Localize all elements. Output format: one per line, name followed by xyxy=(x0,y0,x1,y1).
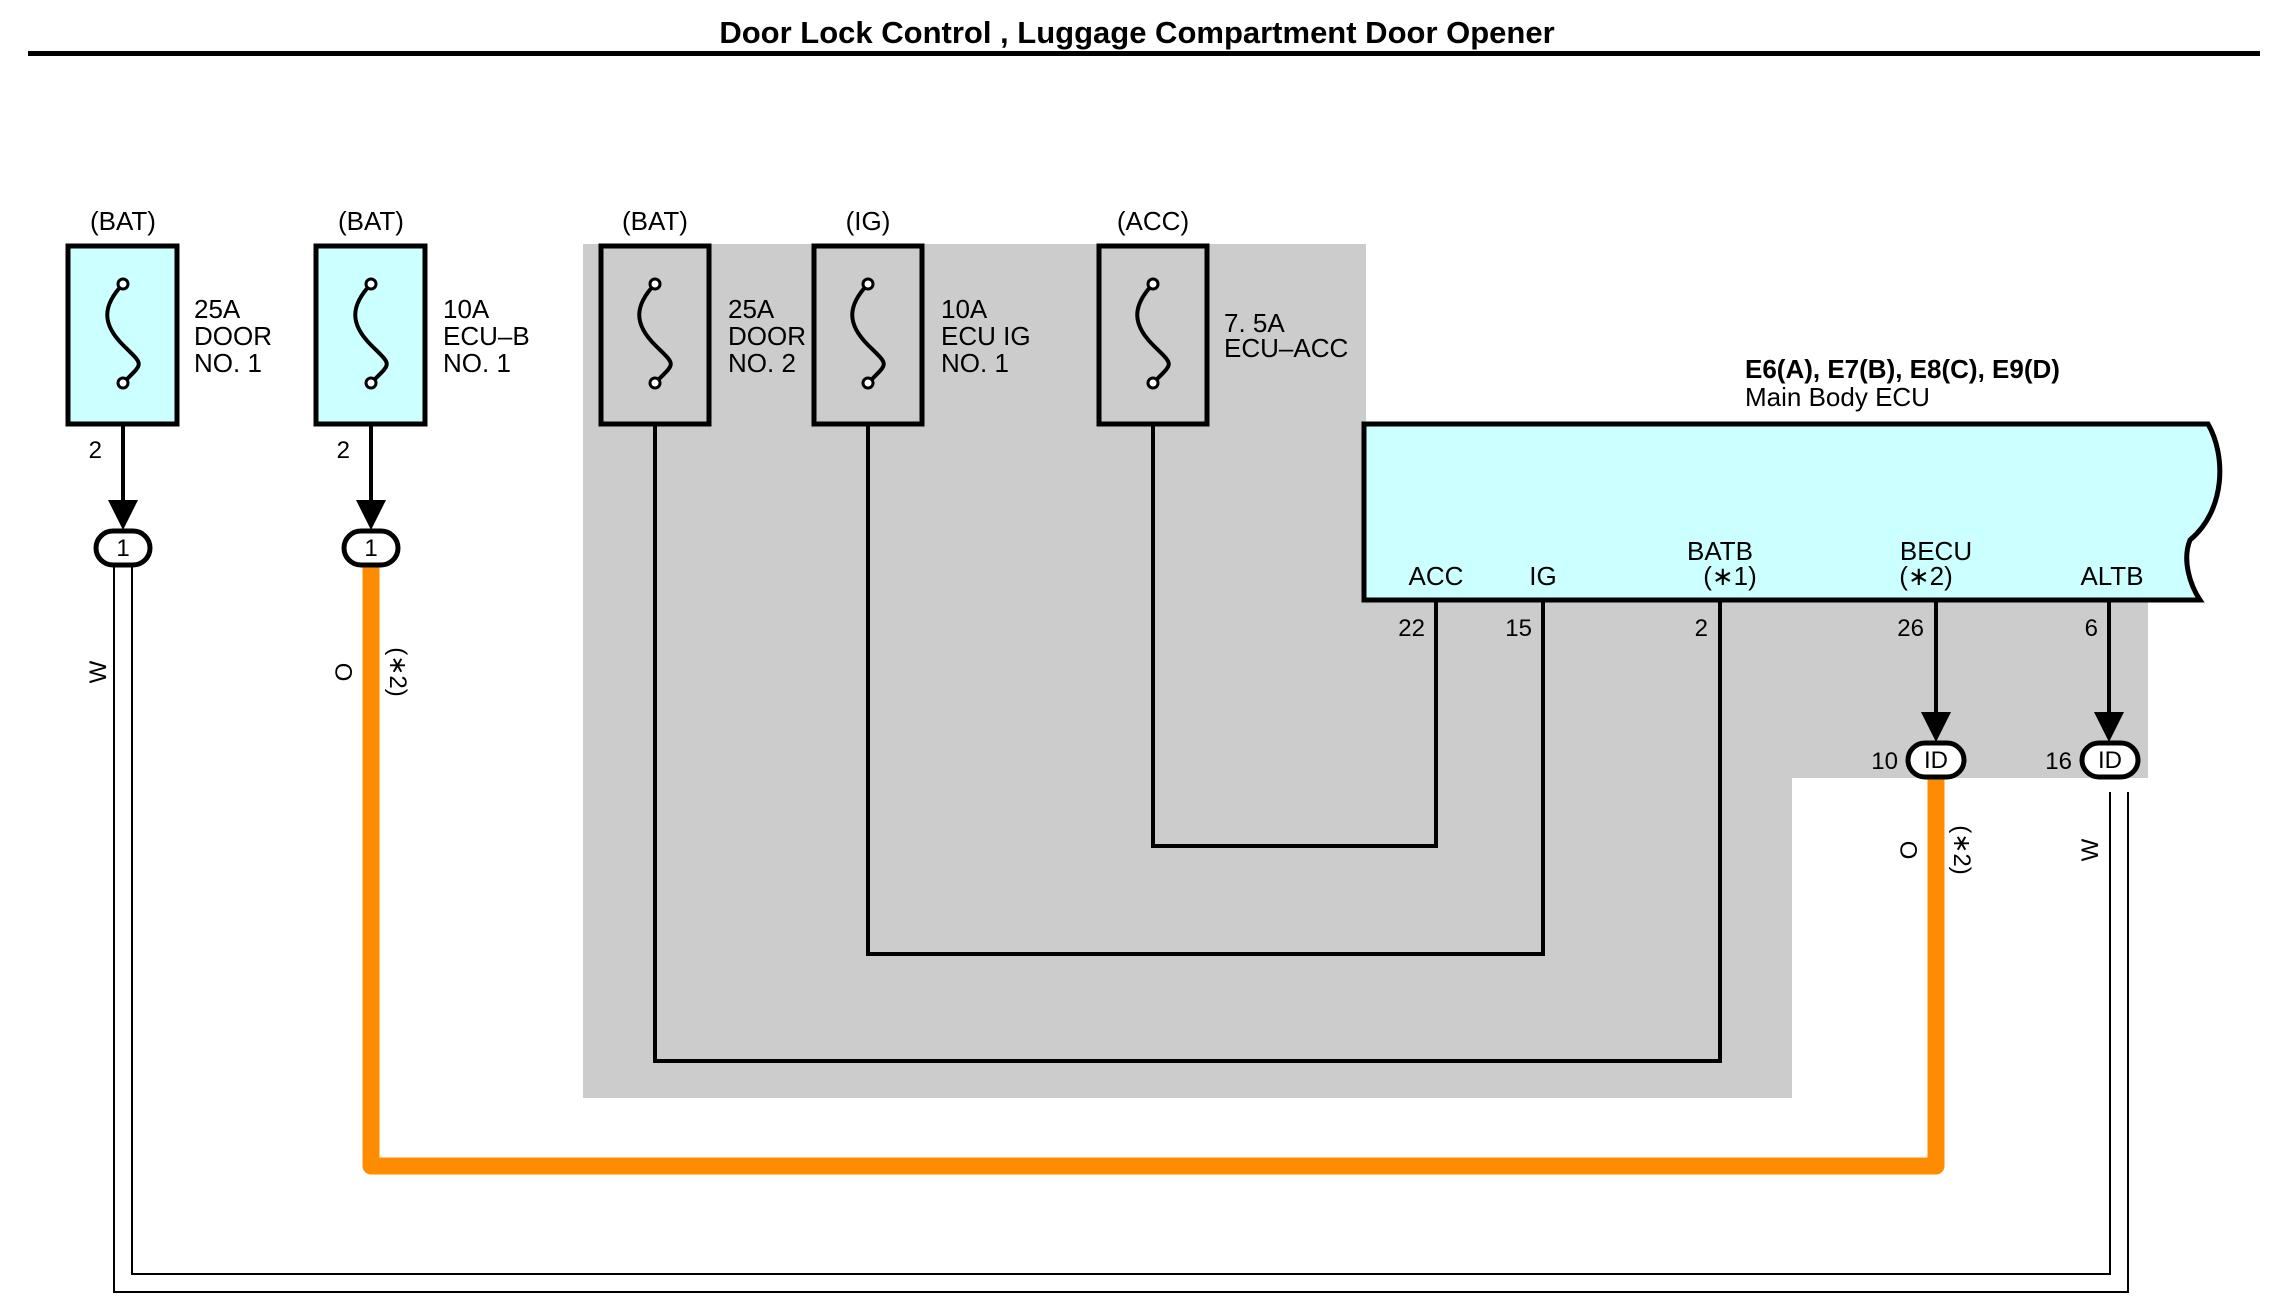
ecu-terminal-batb-note: (∗1) xyxy=(1703,561,1757,591)
ecu-terminal-altb: ALTB xyxy=(2080,561,2143,591)
fuse-pin: 2 xyxy=(337,437,350,464)
diagram-title: Door Lock Control , Luggage Compartment … xyxy=(719,15,1554,50)
ecu-terminal-batb: BATB xyxy=(1687,536,1753,566)
fuse-name: ECU IG xyxy=(941,321,1031,351)
fuse-source: (BAT) xyxy=(338,206,404,236)
arrow-3 xyxy=(1921,712,1951,742)
wire-ig xyxy=(866,418,1545,956)
fuse-name: ECU–ACC xyxy=(1224,333,1348,363)
white-wire xyxy=(113,562,2129,1293)
fuse-name-line2: NO. 1 xyxy=(443,348,511,378)
fuse-pin: 2 xyxy=(89,437,102,464)
ecu-terminal-ig: IG xyxy=(1529,561,1556,591)
junction-pin: 16 xyxy=(2045,748,2072,775)
junction-label: 1 xyxy=(116,535,129,562)
fuse-ecu-b-no1: (BAT) 10A ECU–B NO. 1 2 xyxy=(313,206,530,464)
wire-acc xyxy=(1151,418,1438,848)
fuse-name-line2: NO. 2 xyxy=(728,348,796,378)
fuse-name-line2: NO. 1 xyxy=(194,348,262,378)
arrow-4 xyxy=(2094,712,2124,742)
junction-connector-id-10: ID 10 xyxy=(1871,740,1967,780)
arrow-2 xyxy=(356,500,386,530)
shaded-area xyxy=(583,244,2148,1098)
ecu-terminal-becu-note: (∗2) xyxy=(1899,561,1953,591)
wire-label-left-w: W xyxy=(85,660,112,683)
ecu-pin-acc: 22 xyxy=(1398,615,1425,642)
ecu-body xyxy=(1361,421,2223,603)
ecu-name: Main Body ECU xyxy=(1745,382,1930,412)
fuse-rating: 10A xyxy=(443,294,490,324)
fuse-source: (BAT) xyxy=(90,206,156,236)
title-underline xyxy=(28,51,2260,56)
junction-label: ID xyxy=(2098,747,2122,774)
fuse-rating: 25A xyxy=(194,294,241,324)
fuse-rating: 25A xyxy=(728,294,775,324)
junction-pin: 10 xyxy=(1871,748,1898,775)
junction-connector-id-16: ID 16 xyxy=(2045,740,2141,780)
fuse-door-no2: (BAT) 25A DOOR NO. 2 xyxy=(598,206,806,427)
fuse-ecu-acc: (ACC) 7. 5A ECU–ACC xyxy=(1096,206,1348,427)
ecu-terminal-acc: ACC xyxy=(1409,561,1464,591)
fuse-door-no1: (BAT) 25A DOOR NO. 1 2 xyxy=(65,206,272,464)
junction-connector-1: 1 xyxy=(93,528,153,568)
junction-connector-2: 1 xyxy=(341,528,401,568)
main-body-ecu: E6(A), E7(B), E8(C), E9(D) Main Body ECU… xyxy=(1361,354,2223,642)
arrow-1 xyxy=(108,500,138,530)
wire-label-left-o: O xyxy=(331,663,358,682)
ecu-pin-altb: 6 xyxy=(2085,615,2098,642)
fuse-rating: 7. 5A xyxy=(1224,308,1285,338)
wire-label-left-o-note: (∗2) xyxy=(384,647,411,696)
fuse-name-line2: NO. 1 xyxy=(941,348,1009,378)
ecu-connectors: E6(A), E7(B), E8(C), E9(D) xyxy=(1745,354,2060,384)
wire-label-right-w: W xyxy=(2077,838,2104,861)
ecu-pin-batb: 2 xyxy=(1695,615,1708,642)
wire-label-right-o-note: (∗2) xyxy=(1948,825,1975,874)
fuse-source: (ACC) xyxy=(1117,206,1189,236)
fuse-name: DOOR xyxy=(194,321,272,351)
junction-label: 1 xyxy=(364,535,377,562)
fuse-ecu-ig-no1: (IG) 10A ECU IG NO. 1 xyxy=(811,206,1031,427)
fuse-name: DOOR xyxy=(728,321,806,351)
ecu-terminal-becu: BECU xyxy=(1900,536,1972,566)
fuse-name: ECU–B xyxy=(443,321,530,351)
wire-label-right-o: O xyxy=(1896,841,1923,860)
ecu-pin-becu: 26 xyxy=(1897,615,1924,642)
fuse-source: (IG) xyxy=(846,206,891,236)
fuse-source: (BAT) xyxy=(622,206,688,236)
orange-wire xyxy=(362,562,1945,1175)
ecu-pin-ig: 15 xyxy=(1505,615,1532,642)
junction-label: ID xyxy=(1924,747,1948,774)
wire-batb xyxy=(653,418,1722,1063)
fuse-rating: 10A xyxy=(941,294,988,324)
